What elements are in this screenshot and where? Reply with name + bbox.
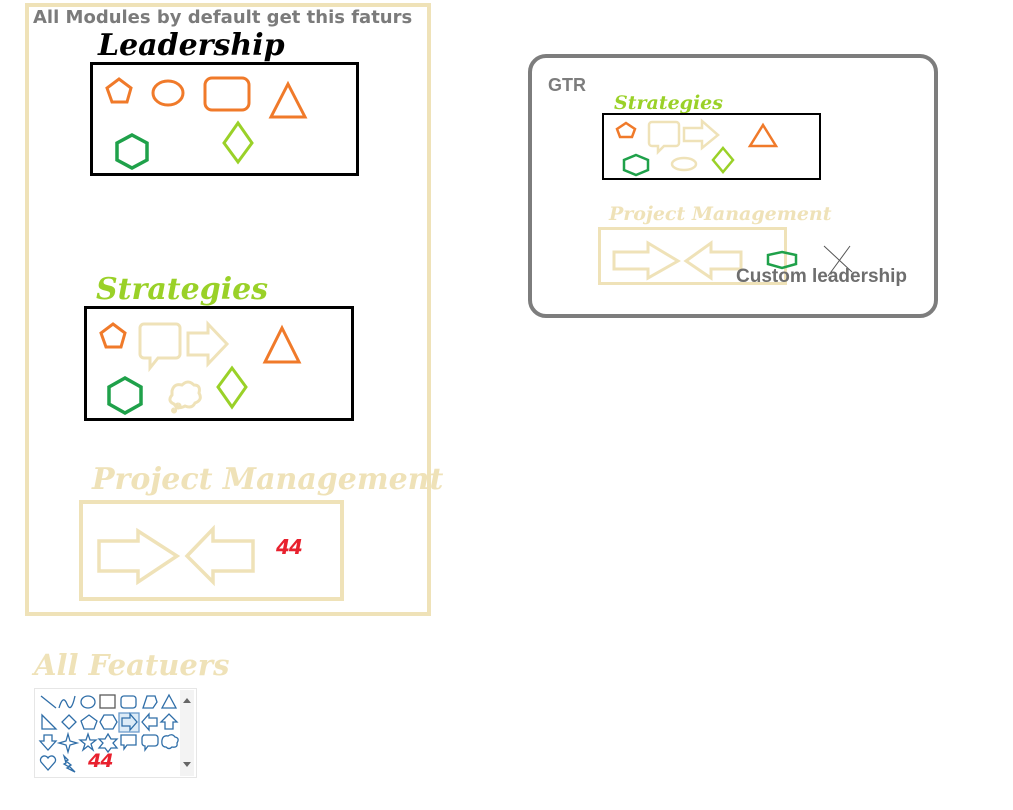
polygon-icon [142,695,158,709]
triangle-icon [262,324,302,364]
diamond-icon [216,365,248,410]
diamond-icon [61,714,77,730]
pentagon-icon [105,77,133,104]
pentagon-icon [80,714,98,730]
scroll-down-icon [183,762,191,767]
right-triangle-icon [41,713,58,730]
right-arrow-icon [186,320,230,368]
pentagon-icon [99,322,127,349]
hexagon-icon [115,133,149,170]
curve-icon [58,695,76,709]
oval-icon [80,695,96,709]
lightning-icon [62,753,76,773]
gtr-project-management-title: Project Management [609,203,832,225]
left-arrow-icon [184,524,255,587]
gtr-strategies-box [602,113,821,180]
strategies-title: Strategies [96,272,269,307]
right-arrow-icon [682,118,720,151]
left-arrow-icon [683,240,743,281]
line-icon [40,695,57,709]
project-management-box [79,500,344,601]
ellipse-icon [151,79,185,107]
modules-panel [25,3,431,616]
triangle-icon [268,80,308,119]
right-arrow-icon [121,712,138,732]
cloud-callout-icon [670,156,698,172]
pentagon-icon [615,121,637,139]
close-icon [823,245,853,277]
strategies-box [84,306,354,421]
scroll-up-icon [183,698,191,703]
triangle-icon [160,693,178,709]
gtr-panel [528,54,938,318]
diamond-icon [222,120,254,165]
six-point-star-icon [97,732,119,754]
rounded-rectangle-icon [120,695,137,709]
leadership-box [90,62,359,176]
features-badge: 44 [88,750,113,772]
cloud-callout-icon [161,734,179,750]
all-features-title: All Featuers [34,648,230,682]
speech-bubble-icon [138,322,182,373]
right-arrow-icon [97,527,181,586]
rectangular-callout-icon [120,734,137,751]
hexagon-icon [766,250,798,270]
palette-scrollbar[interactable] [180,690,194,776]
project-management-badge: 44 [276,535,303,559]
triangle-icon [747,122,779,148]
five-point-star-icon [78,731,98,752]
left-arrow-icon [141,712,158,732]
gtr-strategies-title: Strategies [614,92,723,114]
hexagon-icon [622,153,650,177]
rectangle-icon [99,694,116,709]
leadership-title: Leadership [98,28,285,63]
four-point-star-icon [56,731,80,755]
custom-leadership-label: Custom leadership [736,266,908,287]
hexagon-icon [99,714,118,730]
diamond-icon [711,146,735,174]
hexagon-icon [107,375,143,416]
down-arrow-icon [38,734,58,751]
cloud-callout-icon [168,380,202,414]
heart-icon [39,755,57,771]
rounded-callout-icon [141,734,159,752]
modules-panel-title: All Modules by default get this faturs [33,7,413,28]
speech-bubble-icon [647,120,681,156]
right-arrow-icon [612,240,681,281]
rounded-rectangle-icon [203,76,251,112]
up-arrow-icon [159,713,179,730]
gtr-title: GTR [548,75,586,95]
project-management-title: Project Management [92,462,444,497]
